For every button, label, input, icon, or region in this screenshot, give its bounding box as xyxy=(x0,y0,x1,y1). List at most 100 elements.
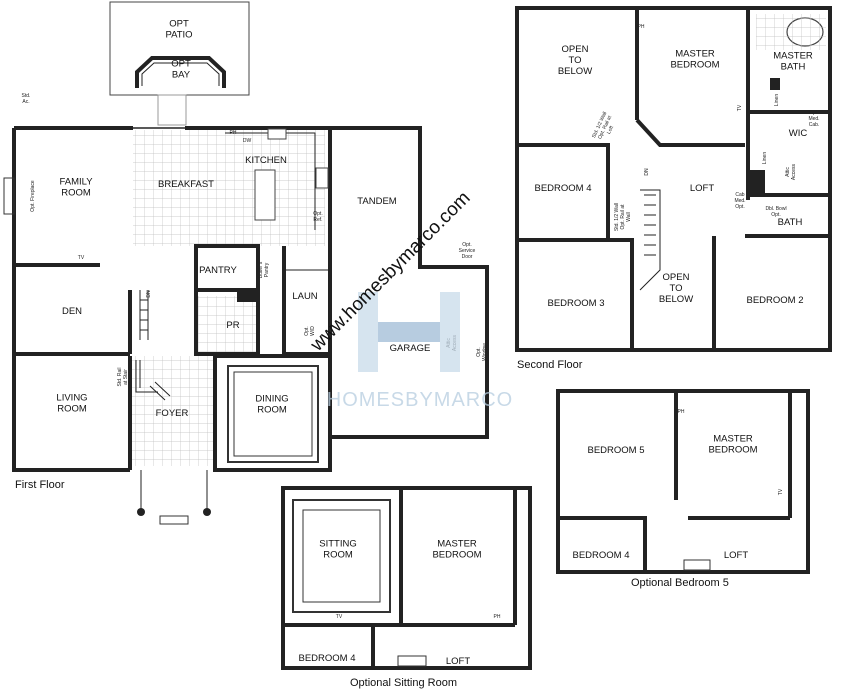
loft-label: LOFT xyxy=(690,183,714,194)
foyer-stairs xyxy=(135,360,171,401)
dw-note: DW xyxy=(243,138,252,144)
bay-outline xyxy=(135,56,226,88)
porch-step xyxy=(159,515,189,525)
std-ac-note: Std.Ac. xyxy=(22,93,31,105)
watermark-logo-bar xyxy=(378,322,440,342)
den-label: DEN xyxy=(62,306,82,317)
dining-tray-inner xyxy=(233,371,313,457)
dining-tray xyxy=(227,365,319,463)
std-rail-loft-note: Std. 1/2 WallOpt. Rail atLoft xyxy=(591,111,619,144)
attic-access-note: AtticAccess xyxy=(785,163,797,180)
tv-note: TV xyxy=(737,104,743,111)
opt-window-note: Opt.Window xyxy=(476,343,488,361)
upper-stairs xyxy=(644,194,656,256)
opt-wd-note: Opt.W/D xyxy=(304,326,316,336)
master-bath-tile xyxy=(756,14,826,50)
breakfast-label: BREAKFAST xyxy=(158,179,214,190)
opt-sitting-outer-walls xyxy=(281,486,532,670)
first-floor-caption: First Floor xyxy=(15,479,65,491)
kitchen-island xyxy=(254,169,276,221)
optional-bedroom-5-plan xyxy=(556,389,810,574)
ph-note: PH xyxy=(494,614,501,620)
first-floor-outer-walls xyxy=(12,126,489,472)
master-south-wall xyxy=(635,118,745,147)
watermark-logo-mark xyxy=(358,292,460,372)
porch-column-right xyxy=(203,508,211,516)
loft-label: LOFT xyxy=(724,550,748,561)
bedroom-3-label: BEDROOM 3 xyxy=(547,298,604,309)
bay-inner xyxy=(141,62,220,86)
optional-bedroom-5-caption: Optional Bedroom 5 xyxy=(631,577,729,589)
patio-outline xyxy=(109,1,250,96)
tv-note: TV xyxy=(336,614,343,620)
porch-lines xyxy=(140,470,208,512)
sitting-tray-inner xyxy=(302,509,381,603)
loft-label: LOFT xyxy=(446,656,470,667)
second-floor xyxy=(515,6,832,352)
dn-note: DN xyxy=(644,168,650,176)
stair-rail xyxy=(639,189,661,291)
pantry-label: PANTRY xyxy=(199,265,237,276)
watermark: HOMESBYMARCO xyxy=(327,292,513,411)
tv-note: TV xyxy=(778,488,784,495)
std-rail-wall-note: Std. 1/2 WallOpt. Rail atWall xyxy=(614,203,632,231)
master-bath-fixture xyxy=(770,78,780,90)
second-floor-caption: Second Floor xyxy=(517,359,583,371)
kitchen-counter xyxy=(225,132,316,230)
porch-column-left xyxy=(137,508,145,516)
butlers-pantry-note: Butler'sPantry xyxy=(258,261,270,278)
opt-sitting-rail xyxy=(397,655,427,667)
foyer-tile xyxy=(130,356,215,466)
first-floor xyxy=(3,1,489,525)
opt-med-cab-note: Opt.Med.Cab. xyxy=(808,110,819,128)
sitting-tray xyxy=(292,499,391,613)
wic-label: WIC xyxy=(789,128,808,139)
opt-rail xyxy=(683,559,711,571)
ph-note: PH xyxy=(638,24,645,30)
pantry-pr-block xyxy=(194,244,260,356)
optional-sitting-room-plan xyxy=(281,486,532,670)
opt-fireplace-note: Opt. Fireplace xyxy=(30,180,36,212)
watermark-brand: HOMESBYMARCO xyxy=(327,389,513,411)
kitchen-label: KITCHEN xyxy=(245,155,287,166)
patio-stairs xyxy=(157,94,187,126)
bedroom-4-label: BEDROOM 4 xyxy=(572,550,629,561)
bed3-walls xyxy=(517,238,634,350)
stair-down xyxy=(139,290,149,340)
pantry-column xyxy=(237,292,257,302)
breakfast-tile xyxy=(133,130,325,246)
ph-note: PH xyxy=(230,130,237,136)
second-floor-outer-walls xyxy=(515,6,832,352)
laun-label: LAUN xyxy=(292,291,317,302)
bedroom-5-label: BEDROOM 5 xyxy=(587,445,644,456)
pr-tile xyxy=(196,296,258,354)
linen-1-note: Linen xyxy=(774,94,780,106)
optional-sitting-room-caption: Optional Sitting Room xyxy=(350,677,457,689)
tandem-label: TANDEM xyxy=(357,196,396,207)
sink xyxy=(267,128,287,140)
column-block xyxy=(748,170,765,196)
fireplace xyxy=(3,177,15,215)
bedroom-4-label: BEDROOM 4 xyxy=(298,653,355,664)
opt-bed4-walls xyxy=(558,516,647,572)
garage-label: GARAGE xyxy=(390,343,431,354)
tv-note: TV xyxy=(78,255,85,261)
opt-ref-note: Opt.Ref. xyxy=(313,211,322,223)
opt-bed5-outer-walls xyxy=(556,389,810,574)
pr-label: PR xyxy=(226,320,239,331)
